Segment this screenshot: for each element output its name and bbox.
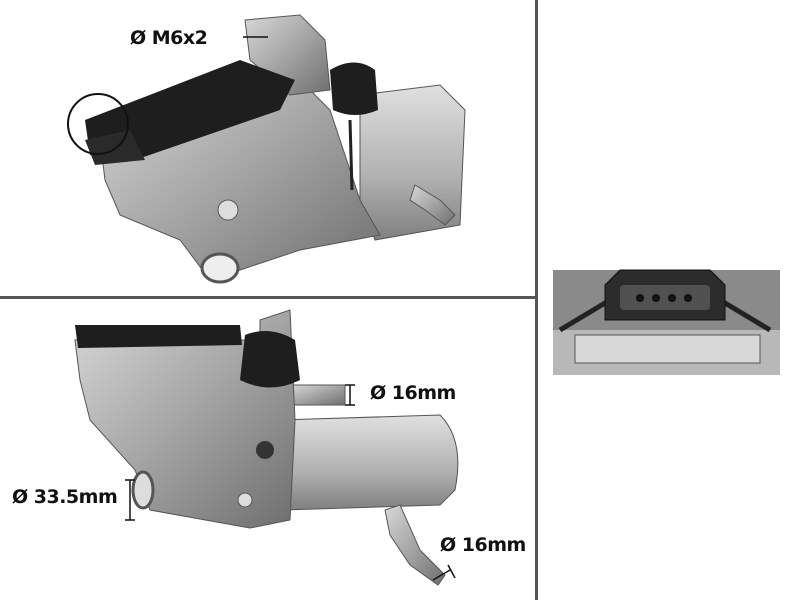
horizontal-divider (0, 296, 536, 299)
egr-valve-side-view (74, 309, 459, 586)
outlet-top-diameter-label: Ø 16mm (370, 382, 456, 404)
connector-detail (553, 269, 780, 375)
thread-size-label: Ø M6x2 (130, 27, 208, 49)
vertical-divider (535, 0, 538, 600)
egr-valve-top-view (67, 14, 466, 284)
inlet-diameter-label: Ø 33.5mm (12, 486, 118, 508)
dimension-markers (125, 384, 456, 581)
outlet-bottom-diameter-label: Ø 16mm (440, 534, 526, 556)
